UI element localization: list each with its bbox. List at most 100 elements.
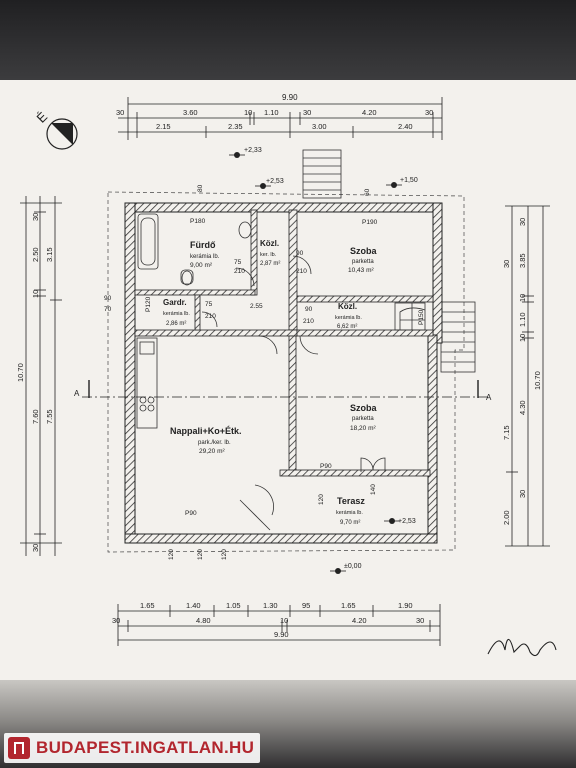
dimension-label: 30 <box>518 490 527 498</box>
dimension-label: 2.50 <box>31 247 40 262</box>
dim-top-total: 9.90 <box>282 93 298 102</box>
dimension-label: 9,70 m² <box>340 520 360 526</box>
bathroom-fixtures <box>137 213 252 286</box>
room-terasz: Terasz kerámia lb. 9,70 m² <box>336 496 365 526</box>
level-top: +2,33 <box>244 147 262 154</box>
dimension-label: 3.85 <box>518 253 527 268</box>
dimension-label: 4.30 <box>518 400 527 415</box>
roof-outline <box>107 191 465 553</box>
dimension-label: 90 <box>104 295 112 302</box>
dimension-label: 30 <box>518 218 527 226</box>
dimension-label: Szoba <box>350 246 377 256</box>
dimension-label: Fürdő <box>190 240 216 250</box>
room-kozlekedo-1: Közl. ker. lb. 2,87 m² <box>260 239 280 267</box>
dimension-label: kerámia lb. <box>163 311 190 317</box>
dimension-label: 3.60 <box>183 108 198 117</box>
site-watermark: BUDAPEST.INGATLAN.HU <box>4 733 261 763</box>
dim-left-labels: 30 2.50 10 7.60 30 3.15 7.55 10.70 <box>16 213 54 552</box>
dimension-label: parketta <box>352 416 374 422</box>
dimension-label: 10 <box>280 616 288 625</box>
dimension-label: 6,62 m² <box>337 324 357 330</box>
dimension-label: kerámia lb. <box>190 254 220 260</box>
exterior-walls <box>124 202 443 544</box>
interior-walls <box>134 209 434 477</box>
dimension-label: 120 <box>197 549 204 560</box>
north-arrow-icon: É <box>34 109 78 150</box>
level-stair-top: +2,53 <box>266 178 284 185</box>
dimension-label: 80 <box>197 184 204 192</box>
dimension-label: 90 <box>296 250 304 257</box>
dimension-label: P150 <box>418 309 425 325</box>
dimension-label: 2,87 m² <box>260 261 280 267</box>
dimension-label: 140 <box>370 484 377 495</box>
top-dimension-lines <box>118 97 443 140</box>
dimension-label: 2.15 <box>156 122 171 131</box>
dim-bottom-row1: 1.65 1.40 1.05 1.30 95 1.65 1.90 <box>140 601 413 610</box>
level-terrace: +2,53 <box>398 518 416 525</box>
dimension-label: 30 <box>416 616 424 625</box>
dimension-label: Terasz <box>337 496 365 506</box>
dimension-label: 10,43 m² <box>348 267 374 274</box>
signature <box>487 638 557 657</box>
dimension-label: 30 <box>116 108 124 117</box>
dimension-label: 1.90 <box>398 601 413 610</box>
room-furdo: Fürdő kerámia lb. 9,00 m² <box>190 240 220 269</box>
door-swings <box>201 255 386 531</box>
paper-sheet <box>0 80 576 680</box>
dimension-label: 1.40 <box>186 601 201 610</box>
dimension-label: 75 <box>205 301 213 308</box>
dimension-label: 60 <box>364 188 371 196</box>
dimension-label: 120 <box>318 494 325 505</box>
level-ground: ±0,00 <box>344 563 362 570</box>
dimension-label: 4.80 <box>196 616 211 625</box>
dimension-label: 3.15 <box>45 247 54 262</box>
dimension-label: 4.20 <box>362 108 377 117</box>
dimension-label: Nappali+Ko+Étk. <box>170 426 242 436</box>
room-nappali: Nappali+Ko+Étk. park./ker. lb. 29,20 m² <box>170 426 242 455</box>
dimension-label: Gardr. <box>163 298 187 307</box>
level-stair-right: +1,50 <box>400 177 418 184</box>
dimension-label: 30 <box>502 260 511 268</box>
dim-top-row2: 30 3.60 10 1.10 30 4.20 30 <box>116 108 433 117</box>
dimension-label: 90 <box>305 306 313 313</box>
dimension-label: P190 <box>362 219 378 226</box>
dimension-label: 1.10 <box>264 108 279 117</box>
dimension-label: 7.55 <box>45 409 54 424</box>
opening-labels: P180 P190 P90 P90 P120 P150 75 210 90 21… <box>104 184 425 560</box>
dimension-label: Szoba <box>350 403 377 413</box>
dimension-label: 30 <box>112 616 120 625</box>
dimension-label: P90 <box>320 463 332 470</box>
house-logo-icon <box>8 737 30 759</box>
dimension-label: 29,20 m² <box>199 448 225 455</box>
entry-stairs <box>302 149 342 199</box>
dimension-label: 2.35 <box>228 122 243 131</box>
dimension-label: 210 <box>296 268 307 275</box>
dimension-label: 120 <box>221 549 228 560</box>
dimension-label: 9,00 m² <box>190 262 213 269</box>
room-szoba-1: Szoba parketta 10,43 m² <box>348 246 377 274</box>
dimension-label: 210 <box>205 313 216 320</box>
dimension-label: 30 <box>31 213 40 221</box>
dimension-label: parketta <box>352 259 374 265</box>
room-kozlekedo-2: Közl. kerámia lb. 6,62 m² <box>335 302 362 330</box>
dimension-label: 10 <box>518 294 527 302</box>
dimension-label: 4.20 <box>352 616 367 625</box>
left-dimension-lines <box>20 196 62 556</box>
dimension-label: 30 <box>425 108 433 117</box>
dimension-label: 2.55 <box>250 303 263 310</box>
dimension-label: 7.15 <box>502 425 511 440</box>
section-line <box>82 380 488 398</box>
dimension-label: 10.70 <box>16 363 25 382</box>
dimension-label: 210 <box>303 318 314 325</box>
dimension-label: kerámia lb. <box>336 510 363 516</box>
room-gardrob: Gardr. kerámia lb. 2,86 m² <box>163 298 190 327</box>
section-label-right: A <box>486 393 492 402</box>
dim-bottom-total: 9.90 <box>274 630 289 639</box>
dimension-label: 10 <box>31 290 40 298</box>
side-stairs <box>440 301 476 373</box>
dimension-label: 120 <box>168 549 175 560</box>
dimension-label: 2.00 <box>502 510 511 525</box>
dark-background-top <box>0 0 576 80</box>
dim-top-row3: 2.15 2.35 3.00 2.40 <box>156 122 413 131</box>
